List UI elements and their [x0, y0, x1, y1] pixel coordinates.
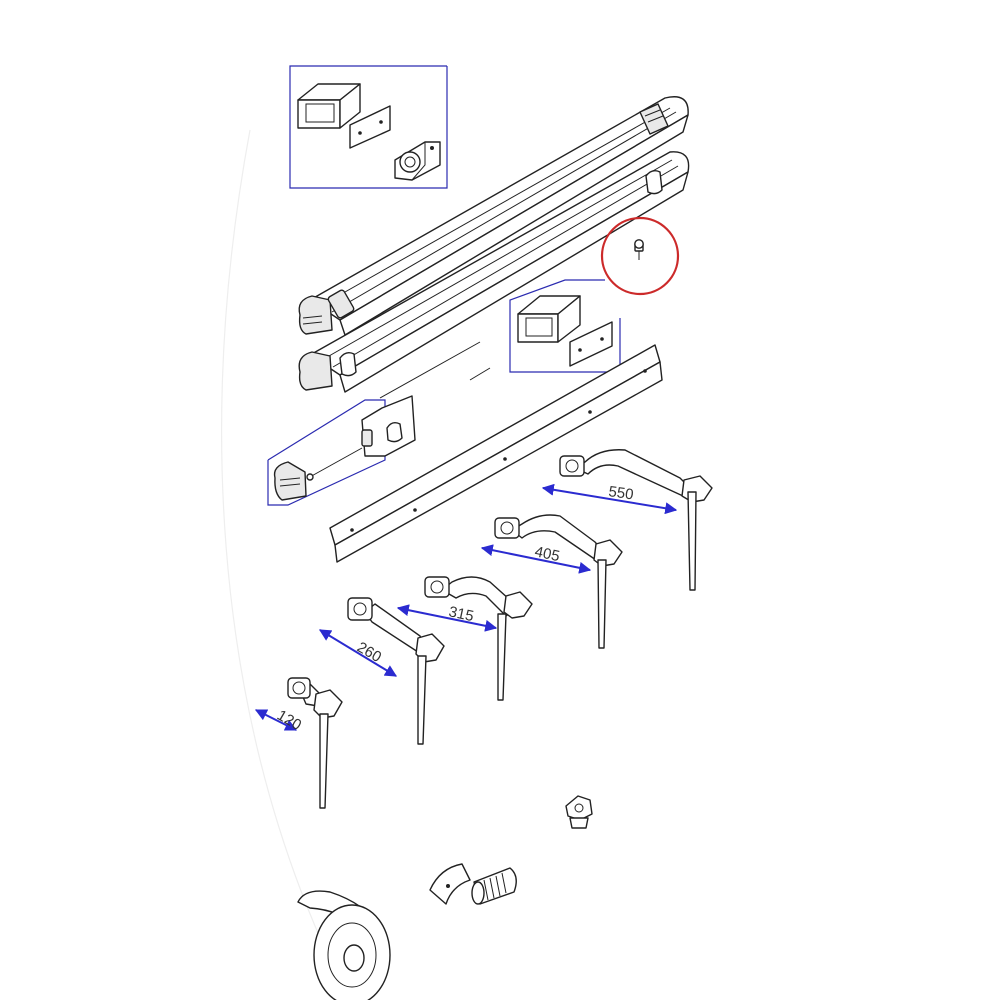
rail-end-detail [361, 395, 416, 457]
spring-sleeve-part [471, 867, 517, 905]
end-cap-part [273, 461, 307, 501]
faint-outline [221, 129, 331, 961]
angle-profile [329, 341, 663, 563]
highlight-circle [600, 216, 680, 296]
rubber-sleeve-part [297, 83, 361, 129]
clamp-bracket-part [429, 863, 471, 905]
bracket-arm-120 [287, 677, 343, 809]
bracket-arm-260 [347, 597, 445, 745]
small-clip-part [565, 795, 593, 829]
dimension-label-550: 550 [607, 483, 634, 503]
dimension-label-120: 120 [274, 707, 304, 734]
bracket-arm-405 [494, 514, 623, 649]
dimension-label-405: 405 [533, 543, 561, 565]
mounting-plate-part-2 [569, 321, 613, 367]
highlighted-screw [600, 216, 680, 296]
dimension-405: 405 [480, 543, 592, 574]
rubber-sleeve-part-2 [517, 295, 581, 343]
tension-rod [307, 447, 363, 479]
dimension-120: 120 [254, 707, 304, 734]
mounting-plate-part [349, 105, 391, 149]
dimension-315: 315 [396, 603, 498, 632]
dimension-label-260: 260 [354, 639, 384, 666]
rail-lower [298, 151, 690, 393]
bracket-arm-315 [424, 576, 533, 701]
endcap-parts-callout [289, 65, 448, 189]
dimension-260: 260 [318, 629, 398, 677]
sleeve-plate-callout [509, 279, 621, 373]
tape-roll-part [297, 890, 391, 1000]
endcap-rod-callout [267, 395, 416, 506]
dimension-label-315: 315 [447, 603, 475, 625]
rail-upper [298, 96, 689, 336]
dimension-550: 550 [541, 483, 678, 515]
end-clamp-part [394, 141, 441, 181]
